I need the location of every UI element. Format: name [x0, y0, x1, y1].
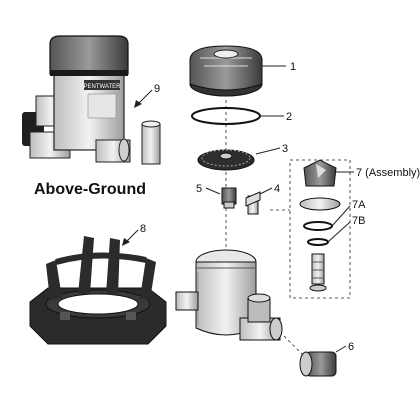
callout-9: 9 — [154, 83, 160, 95]
part-2-o-ring — [191, 107, 261, 125]
part-7-stem — [309, 253, 327, 292]
part-4-valve-stem — [245, 191, 261, 215]
callout-1: 1 — [290, 61, 296, 73]
part-1-lid — [189, 45, 263, 97]
part-6-union-nut — [299, 351, 337, 377]
part-3-strainer — [197, 149, 255, 171]
callout-2: 2 — [286, 111, 292, 123]
callout-7b: 7B — [352, 215, 365, 227]
canister-body — [175, 249, 283, 341]
callout-7a: 7A — [352, 199, 366, 211]
callout-6: 6 — [348, 341, 354, 353]
callout-7: 7 (Assembly) — [356, 167, 420, 179]
callout-3: 3 — [282, 143, 288, 155]
assembled-chlorinator: PENTWATER — [22, 35, 161, 165]
part-7a-o-ring — [303, 221, 333, 231]
part-5-fitting — [221, 187, 237, 209]
callout-5: 5 — [196, 183, 202, 195]
part-7b-o-ring — [307, 238, 329, 246]
mounting-base — [29, 236, 167, 345]
part-7-disc — [299, 197, 341, 211]
brand-label: PENTWATER — [84, 84, 122, 90]
callout-4: 4 — [274, 183, 280, 195]
callout-8: 8 — [140, 223, 146, 235]
part-7-knob — [303, 159, 337, 187]
caption-above-ground: Above-Ground — [34, 181, 146, 198]
